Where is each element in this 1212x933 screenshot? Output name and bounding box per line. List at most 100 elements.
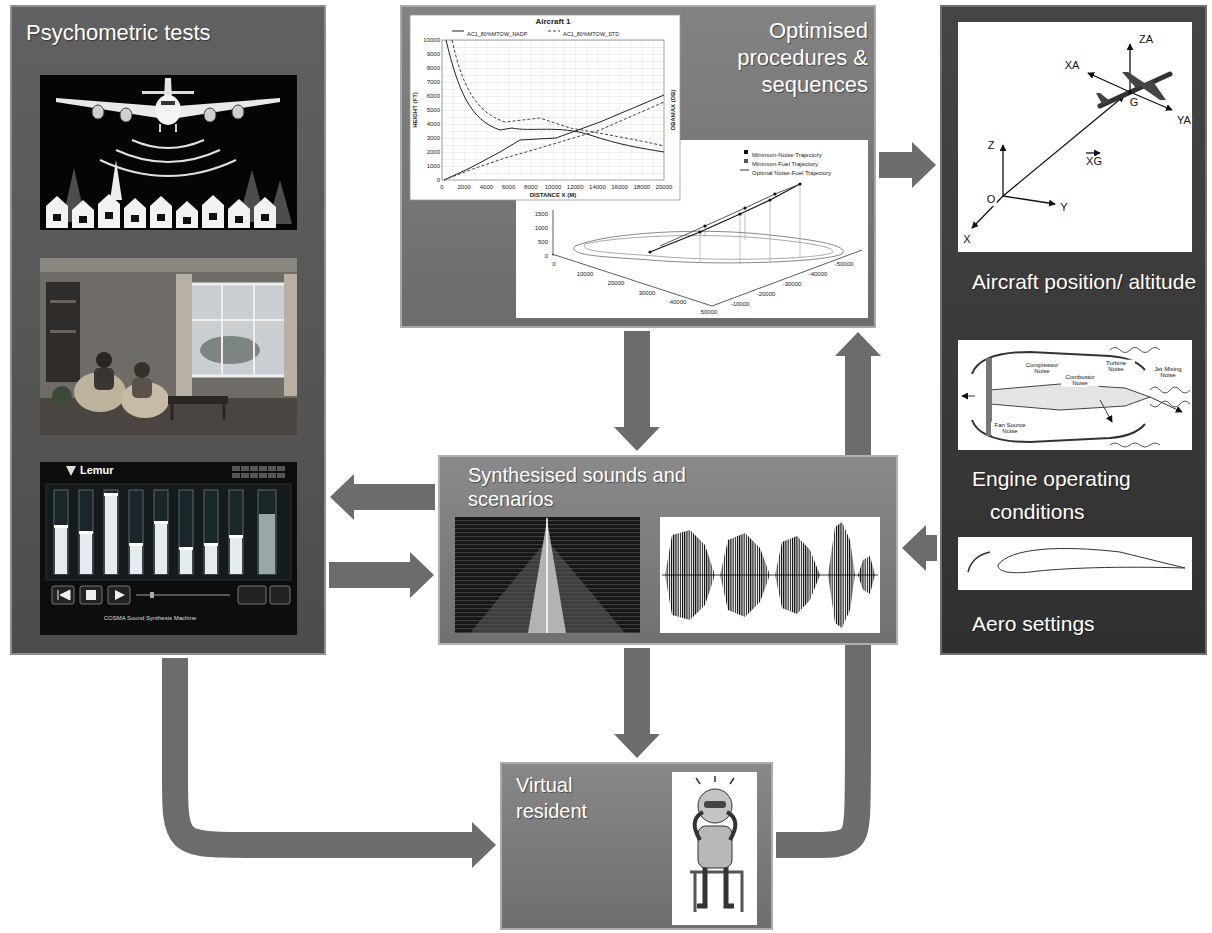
label-slot: Fan Source Noise [991, 422, 1029, 435]
tick-label: 10000 [577, 270, 594, 276]
sound-machine-picture [66, 466, 76, 476]
tick-label: 10000 [545, 184, 562, 190]
label-slot: Jet Mixing Noise [1149, 366, 1187, 379]
airplane-over-houses-picture [232, 105, 244, 119]
part-name: Combustor Noise [1061, 374, 1099, 387]
sound-machine-picture [229, 535, 243, 538]
engine-noise-picture [958, 340, 1192, 450]
sound-machine-picture [259, 514, 275, 574]
living-room-photo [94, 368, 114, 390]
airplane-over-houses-picture [235, 216, 243, 223]
airplane-over-houses-picture [105, 212, 113, 219]
legend-text: Optimal Noise-Fuel Trajectory [752, 170, 831, 176]
trajectory-plot [740, 170, 749, 171]
legend-entry: AC1_80%MTOW_STD [563, 22, 619, 40]
airplane-over-houses-picture [157, 214, 165, 221]
tick-label: 2000 [427, 149, 440, 155]
airfoil-picture [968, 552, 990, 572]
trajectory-plot [744, 150, 748, 154]
airplane-over-houses-picture [254, 197, 276, 228]
node-title: Psychometric tests [26, 19, 316, 47]
resident-figure [704, 801, 726, 808]
tick-label: 6000 [427, 93, 440, 99]
trajectory-plot [660, 184, 800, 246]
airplane-over-houses-picture [92, 105, 104, 119]
flow-arrow [353, 484, 435, 510]
text-slot: Aero settings [972, 607, 1197, 640]
airplane-over-houses-picture [53, 214, 61, 221]
label-slot: 10000 [545, 184, 562, 190]
axis-name: X [962, 234, 971, 246]
living-room-photo [200, 336, 260, 364]
sound-machine-picture [250, 473, 258, 478]
tick-label: 50000 [701, 309, 718, 315]
living-room-photo [96, 352, 112, 368]
airplane-over-houses-picture [202, 195, 224, 228]
sound-machine-picture [155, 524, 167, 574]
label-slot: 8000 [524, 184, 537, 190]
living-room-photo [52, 386, 72, 406]
label-slot: DBAMAX (DB) [670, 90, 676, 131]
living-room-photo [50, 300, 76, 303]
label-slot: COSMA Sound Synthesis Machine [104, 615, 197, 621]
trajectory-plot [773, 192, 776, 195]
label-slot: 8000 [427, 65, 440, 71]
airplane-over-houses-picture [116, 150, 220, 162]
airplane-over-houses-picture [132, 140, 204, 148]
sound-machine-picture [52, 586, 290, 604]
label-slot: G [1129, 97, 1140, 109]
sound-machine-picture [277, 473, 285, 478]
engine-noise-picture [962, 396, 1182, 422]
text-slot: Synthesised sounds and scenarios [468, 463, 768, 511]
sound-machine-picture [129, 490, 143, 574]
label-slot: 6000 [502, 184, 515, 190]
panel-fill [10, 5, 326, 655]
trajectory-plot [584, 236, 833, 260]
aircraft-axes-picture [1128, 90, 1132, 94]
waveform-picture [662, 575, 878, 576]
engine-noise-picture [958, 340, 1192, 450]
engine-noise-picture [1110, 443, 1160, 447]
label-slot: -10000 [731, 301, 750, 307]
sound-machine-picture [54, 490, 276, 574]
label-slot: 6000 [427, 93, 440, 99]
label-slot: HEIGHT (FT) [412, 92, 418, 128]
airplane-over-houses-picture [131, 215, 139, 222]
sound-machine-picture [154, 521, 168, 524]
text-slot: Optimised procedures & sequences [688, 17, 868, 98]
trajectory-plot [648, 250, 651, 253]
label-slot: Compressor Noise [1023, 362, 1061, 375]
airplane-over-houses-picture [178, 98, 280, 118]
resident-figure [698, 789, 732, 823]
noise-height-chart [410, 15, 680, 200]
label-slot: 12000 [567, 184, 584, 190]
label-slot: 10000 [577, 270, 594, 276]
panel-fill [10, 5, 1207, 930]
sound-machine-picture [180, 550, 192, 574]
sound-machine-picture [250, 466, 258, 471]
living-room-photo [40, 258, 297, 435]
axis-title: DISTANCE X (M) [530, 192, 577, 198]
label-slot: -20000 [757, 291, 776, 297]
point-name: G [1129, 97, 1140, 109]
airplane-over-houses-picture [46, 196, 68, 228]
airplane-over-houses-picture [53, 212, 269, 224]
flow-arrow [175, 658, 473, 845]
node-title: Aircraft position/ altitude [972, 265, 1197, 298]
label-slot: 0 [440, 184, 443, 190]
panel-fill [438, 455, 898, 645]
label-slot: DISTANCE X (M) [530, 192, 577, 198]
text-slot: Psychometric tests [26, 19, 316, 47]
sound-machine-picture [179, 547, 193, 550]
label-slot: 16000 [611, 184, 628, 190]
sound-machine-picture [54, 493, 243, 550]
label-slot: 1000 [535, 225, 548, 231]
tick-label: 0 [437, 177, 440, 183]
sound-machine-picture [129, 543, 143, 546]
spectrogram-picture [455, 517, 640, 633]
waveform-picture [660, 517, 880, 633]
airplane-over-houses-picture [155, 95, 181, 125]
label-slot: Z [987, 140, 996, 152]
axis-title: DBAMAX (DB) [670, 90, 676, 131]
resident-figure [697, 866, 734, 906]
